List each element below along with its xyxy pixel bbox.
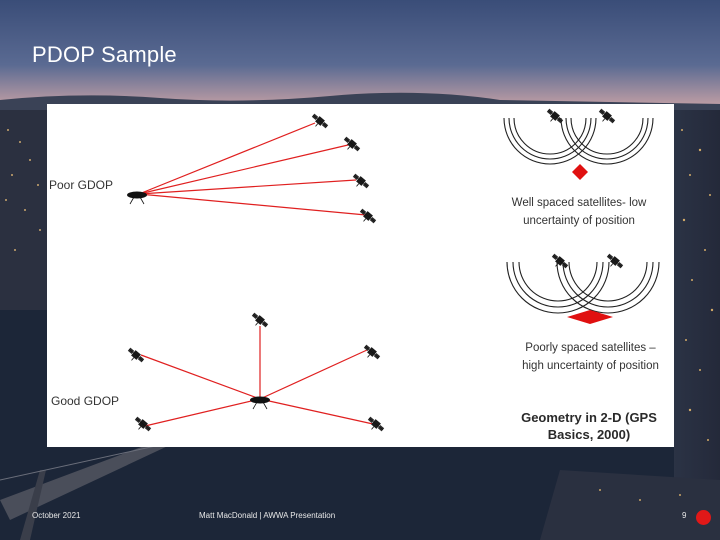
satellite-icon [364,415,386,436]
geometry-caption-line2: Basics, 2000) [547,427,631,442]
gdop-diagram [124,107,660,436]
page-indicator-dot [696,510,711,525]
position-uncertainty-marker [572,164,588,180]
good-gdop-signal-lines [140,326,374,427]
satellite-icon [308,112,330,133]
well-spaced-range-arcs [503,117,654,165]
well-spaced-caption: Well spaced satellites- low uncertainty … [509,194,649,230]
satellite-icon [360,343,382,364]
poor-gdop-label: Poor GDOP [49,178,114,192]
good-gdop-label: Good GDOP [51,394,120,408]
satellite-icon [603,252,625,273]
poorly-spaced-caption-line2: high uncertainty of position [522,360,659,372]
slide-title: PDOP Sample [32,42,177,67]
satellite-icon [340,135,362,156]
poorly-spaced-caption-line1: Poorly spaced satellites – [525,342,656,354]
poorly-spaced-caption: Poorly spaced satellites – high uncertai… [513,339,668,375]
geometry-caption-line1: Geometry in 2-D (GPS [521,410,657,425]
receiver-icon [126,191,148,205]
poorly-spaced-range-arcs [506,261,660,314]
satellite-icon [248,311,270,332]
satellite-icon [595,107,617,128]
page-number: 9 [682,511,687,520]
satellite-icon [349,172,371,193]
position-uncertainty-marker [567,310,613,324]
gdop-diagram-panel: Poor GDOP Good GDOP Well spaced satellit… [47,104,674,447]
satellite-icon [356,207,378,228]
satellite-icon [548,252,570,273]
footer-presenter: Matt MacDonald | AWWA Presentation [199,511,336,520]
receiver-icon [249,396,271,410]
satellite-icon [124,346,146,367]
poor-gdop-signal-lines [138,122,367,216]
footer-date: October 2021 [32,511,81,520]
well-spaced-caption-line1: Well spaced satellites- low [511,197,647,209]
geometry-caption: Geometry in 2-D (GPS Basics, 2000) [513,409,665,443]
well-spaced-caption-line2: uncertainty of position [523,215,635,227]
